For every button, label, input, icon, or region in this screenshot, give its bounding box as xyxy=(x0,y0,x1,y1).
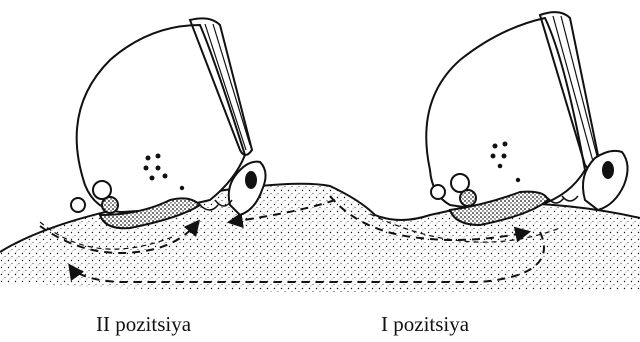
caption-position-2: II pozitsiya xyxy=(96,312,191,337)
right-appendage xyxy=(583,151,628,210)
organism-left xyxy=(71,18,266,228)
organism-right xyxy=(426,12,627,225)
caption-position-1: I pozitsiya xyxy=(381,312,469,337)
